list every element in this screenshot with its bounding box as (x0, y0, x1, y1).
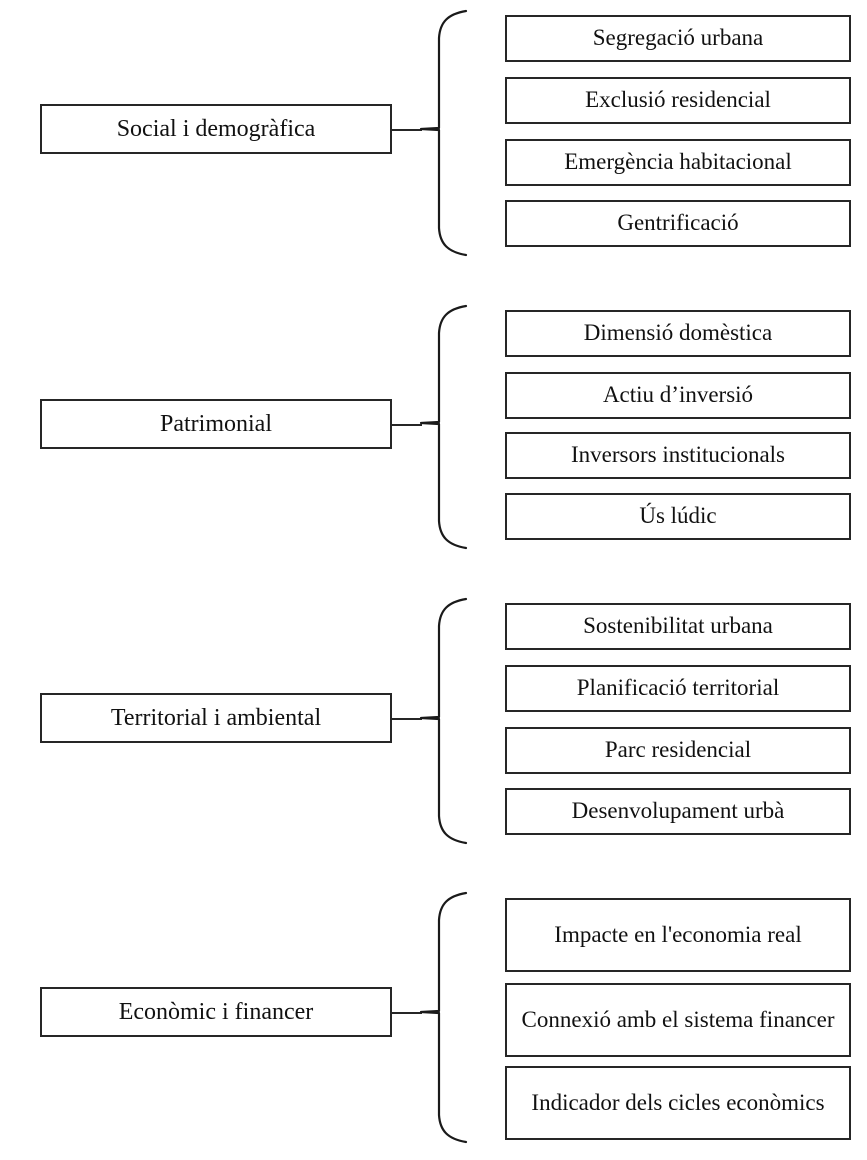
item-box[interactable]: Impacte en l'economia real (505, 898, 851, 972)
category-box-social-i-demografica[interactable]: Social i demogràfica (40, 104, 392, 154)
connector-line (392, 424, 422, 426)
item-box[interactable]: Sostenibilitat urbana (505, 603, 851, 650)
item-box[interactable]: Planificació territorial (505, 665, 851, 712)
item-box[interactable]: Segregació urbana (505, 15, 851, 62)
category-label: Social i demogràfica (116, 115, 316, 142)
connector-line (392, 718, 422, 720)
group-social-i-demografica: Social i demogràfica Segregació urbana E… (0, 0, 867, 290)
item-label: Emergència habitacional (564, 149, 792, 175)
item-label: Ús lúdic (639, 503, 717, 529)
brace-bracket (419, 304, 468, 550)
item-box[interactable]: Actiu d’inversió (505, 372, 851, 419)
item-box[interactable]: Desenvolupament urbà (505, 788, 851, 835)
item-box[interactable]: Ús lúdic (505, 493, 851, 540)
item-box[interactable]: Parc residencial (505, 727, 851, 774)
item-box[interactable]: Dimensió domèstica (505, 310, 851, 357)
item-label: Exclusió residencial (585, 87, 771, 113)
item-label: Sostenibilitat urbana (583, 613, 773, 639)
item-label: Impacte en l'economia real (554, 921, 802, 947)
item-label: Gentrificació (617, 210, 739, 236)
item-label: Actiu d’inversió (602, 382, 754, 408)
item-label: Inversors institucionals (571, 442, 785, 468)
group-patrimonial: Patrimonial Dimensió domèstica Actiu d’i… (0, 0, 867, 550)
item-label: Planificació territorial (576, 675, 780, 701)
category-box-territorial-i-ambiental[interactable]: Territorial i ambiental (40, 693, 392, 743)
category-box-economic-i-financer[interactable]: Econòmic i financer (40, 987, 392, 1037)
category-box-patrimonial[interactable]: Patrimonial (40, 399, 392, 449)
connector-line (392, 1012, 422, 1014)
category-label: Patrimonial (160, 410, 272, 437)
category-label: Econòmic i financer (118, 998, 314, 1025)
brace-bracket (419, 891, 468, 1144)
item-box[interactable]: Inversors institucionals (505, 432, 851, 479)
item-label: Parc residencial (604, 737, 752, 763)
item-box[interactable]: Emergència habitacional (505, 139, 851, 186)
category-label: Territorial i ambiental (110, 704, 322, 731)
item-box[interactable]: Exclusió residencial (505, 77, 851, 124)
item-label: Desenvolupament urbà (571, 798, 785, 824)
brace-bracket (419, 597, 468, 845)
item-box[interactable]: Connexió amb el sistema financer (505, 983, 851, 1057)
brace-bracket (419, 9, 468, 257)
item-box[interactable]: Indicador dels cicles econòmics (505, 1066, 851, 1140)
item-label: Dimensió domèstica (583, 320, 773, 346)
item-label: Indicador dels cicles econòmics (531, 1089, 825, 1115)
group-territorial-i-ambiental: Territorial i ambiental Sostenibilitat u… (0, 0, 867, 845)
connector-line (392, 129, 422, 131)
item-label: Connexió amb el sistema financer (521, 1006, 835, 1032)
item-box[interactable]: Gentrificació (505, 200, 851, 247)
item-label: Segregació urbana (592, 25, 764, 51)
